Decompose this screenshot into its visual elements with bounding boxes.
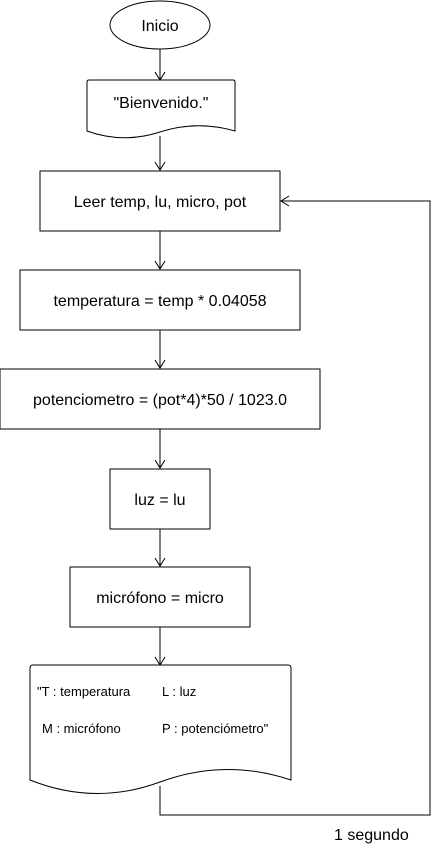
microfono-node[interactable]: micrófono = micro	[69, 566, 251, 628]
edge-start-to-welcome	[154, 49, 166, 81]
edge-microfono-to-output	[154, 627, 166, 666]
temperatura-node[interactable]: temperatura = temp * 0.04058	[19, 269, 301, 331]
edge-read-to-temperatura	[154, 231, 166, 270]
edge-loop-back-to-read	[159, 195, 431, 816]
edge-temperatura-to-potenciometro	[154, 330, 166, 369]
sensor-output-node[interactable]: "T : temperatura L : luz M : micrófono P…	[29, 664, 292, 794]
edge-potenciometro-to-luz	[154, 429, 166, 469]
start-node-label: Inicio	[141, 18, 178, 35]
welcome-output-node[interactable]: "Bienvenido."	[86, 79, 236, 139]
read-inputs-label: Leer temp, lu, micro, pot	[74, 194, 247, 211]
edge-welcome-to-read	[154, 136, 166, 171]
microfono-label: micrófono = micro	[96, 590, 224, 607]
luz-label: luz = lu	[134, 492, 185, 509]
temperatura-label: temperatura = temp * 0.04058	[53, 293, 266, 310]
loop-delay-label: 1 segundo	[334, 827, 409, 844]
output-line2-right: P : potenciómetro"	[162, 721, 269, 736]
start-node[interactable]: Inicio	[109, 0, 211, 50]
read-inputs-node[interactable]: Leer temp, lu, micro, pot	[39, 170, 281, 232]
output-line1-right: L : luz	[162, 684, 196, 699]
welcome-output-label: "Bienvenido."	[114, 95, 209, 112]
luz-node[interactable]: luz = lu	[109, 468, 211, 530]
output-line1-left: "T : temperatura	[37, 684, 131, 699]
potenciometro-node[interactable]: potenciometro = (pot*4)*50 / 1023.0	[0, 368, 321, 430]
output-line2-left: M : micrófono	[42, 721, 121, 736]
potenciometro-label: potenciometro = (pot*4)*50 / 1023.0	[33, 392, 287, 409]
edge-luz-to-microfono	[154, 529, 166, 567]
